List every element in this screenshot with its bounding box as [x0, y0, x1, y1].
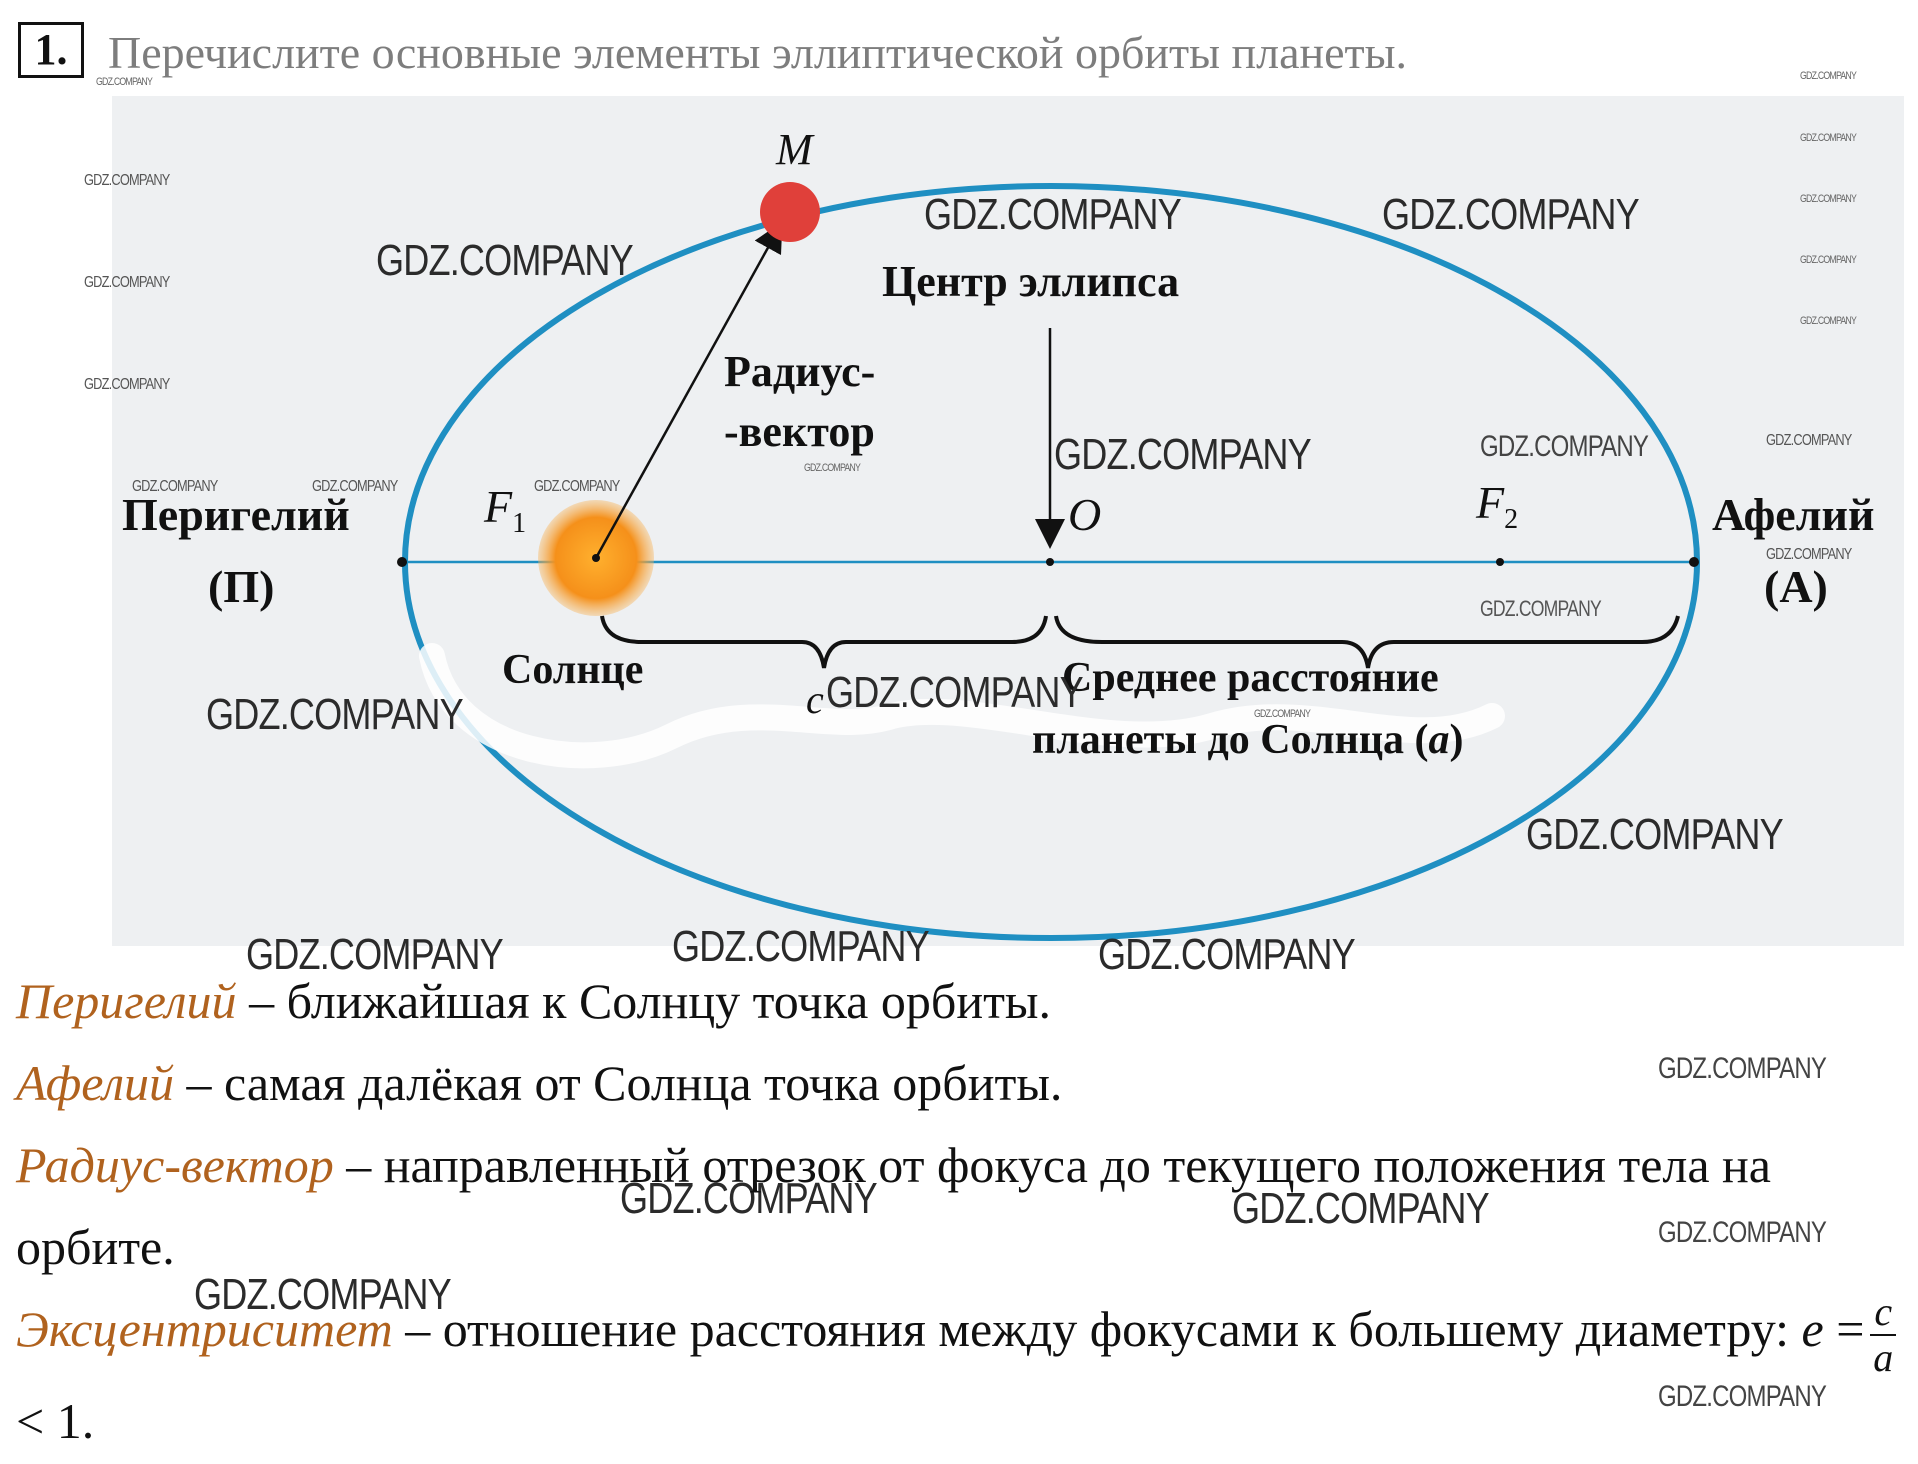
label-f1: F1 — [484, 480, 526, 540]
definition-perihelion: Перигелий – ближайшая к Солнцу точка орб… — [16, 960, 1906, 1042]
definition-eccentricity: Эксцентриситет – отношение расстояния ме… — [16, 1288, 1906, 1462]
definition-aphelion: Афелий – самая далёкая от Солнца точка о… — [16, 1042, 1906, 1124]
brace-a — [1054, 615, 1680, 669]
watermark: GDZ.COMPANY — [1800, 254, 1857, 266]
definition-term: Эксцентриситет — [16, 1301, 393, 1357]
label-f2: F2 — [1476, 476, 1518, 536]
watermark: GDZ.COMPANY — [84, 274, 170, 291]
watermark: GDZ.COMPANY — [1766, 546, 1852, 563]
watermark: GDZ.COMPANY — [1480, 596, 1602, 621]
focus2-point — [1496, 558, 1504, 566]
formula-denominator: a — [1873, 1334, 1894, 1380]
definition-text: – направленный отрезок от фокуса до теку… — [16, 1137, 1771, 1275]
definition-text: – самая далёкая от Солнца точка орбиты. — [174, 1055, 1063, 1111]
watermark: GDZ.COMPANY — [1480, 430, 1649, 463]
label-perihelion-sym: (П) — [208, 561, 275, 612]
watermark: GDZ.COMPANY — [804, 462, 861, 474]
watermark: GDZ.COMPANY — [1098, 930, 1356, 979]
watermark: GDZ.COMPANY — [1658, 1380, 1827, 1413]
label-perihelion: Перигелий — [122, 489, 350, 540]
perihelion-point — [397, 557, 407, 567]
aphelion-point — [1689, 557, 1699, 567]
watermark: GDZ.COMPANY — [924, 190, 1182, 239]
watermark: GDZ.COMPANY — [1232, 1184, 1490, 1233]
label-radius-2: -вектор — [724, 407, 875, 456]
watermark: GDZ.COMPANY — [1766, 432, 1852, 449]
label-mean-a: a — [1428, 717, 1450, 763]
label-aphelion-sym: (А) — [1764, 561, 1828, 612]
watermark: GDZ.COMPANY — [376, 236, 634, 285]
watermark: GDZ.COMPANY — [1526, 810, 1784, 859]
watermark: GDZ.COMPANY — [1800, 193, 1857, 205]
definition-term: Радиус-вектор — [16, 1137, 334, 1193]
formula-lhs: e — [1801, 1301, 1824, 1357]
label-f2-letter: F — [1476, 477, 1505, 528]
question-title: Перечислите основные элементы эллиптичес… — [108, 27, 1408, 78]
watermark: GDZ.COMPANY — [672, 922, 930, 971]
label-o: O — [1068, 489, 1102, 540]
watermark: GDZ.COMPANY — [246, 930, 504, 979]
watermark: GDZ.COMPANY — [534, 478, 620, 495]
label-radius-1: Радиус- — [724, 347, 876, 396]
definitions: Перигелий – ближайшая к Солнцу точка орб… — [16, 960, 1906, 1462]
watermark: GDZ.COMPANY — [96, 76, 153, 88]
watermark: GDZ.COMPANY — [1054, 430, 1312, 479]
formula-eq: = — [1836, 1301, 1865, 1357]
watermark: GDZ.COMPANY — [1658, 1216, 1827, 1249]
definition-term: Афелий — [16, 1055, 175, 1111]
label-mean-close: ) — [1449, 717, 1464, 763]
label-c: c — [806, 677, 824, 722]
label-f1-sub: 1 — [512, 508, 527, 540]
definition-radius-vector: Радиус-вектор – направленный отрезок от … — [16, 1124, 1906, 1288]
label-f2-sub: 2 — [1504, 504, 1519, 536]
watermark: GDZ.COMPANY — [620, 1174, 878, 1223]
watermark: GDZ.COMPANY — [206, 690, 464, 739]
watermark: GDZ.COMPANY — [84, 376, 170, 393]
label-sun: Солнце — [502, 647, 644, 693]
orbit-diagram — [397, 182, 1700, 941]
watermark: GDZ.COMPANY — [1254, 708, 1311, 720]
question-number: 1. — [18, 22, 84, 78]
watermark: GDZ.COMPANY — [194, 1270, 452, 1319]
radius-vector-arrow — [594, 221, 783, 559]
center-point — [1046, 558, 1054, 566]
watermark: GDZ.COMPANY — [826, 668, 1084, 717]
watermark: GDZ.COMPANY — [312, 478, 398, 495]
watermark: GDZ.COMPANY — [132, 478, 218, 495]
label-f1-letter: F — [484, 481, 513, 532]
watermark: GDZ.COMPANY — [1658, 1052, 1827, 1085]
definition-term: Перигелий — [16, 973, 237, 1029]
label-mean-2: планеты до Солнца (a) — [1032, 716, 1464, 764]
label-m: M — [776, 125, 813, 174]
label-mean-2-text: планеты до Солнца ( — [1032, 717, 1429, 763]
label-aphelion: Афелий — [1712, 489, 1875, 540]
definition-text: – отношение расстояния между фокусами к … — [392, 1301, 1802, 1357]
definition-text: – ближайшая к Солнцу точка орбиты. — [236, 973, 1052, 1029]
brace-c — [600, 615, 1048, 669]
watermark: GDZ.COMPANY — [1800, 70, 1857, 82]
watermark: GDZ.COMPANY — [1382, 190, 1640, 239]
label-mean-1: Среднее расстояние — [1062, 655, 1439, 701]
formula-numerator: c — [1870, 1289, 1897, 1336]
scribble-overlay — [419, 643, 1505, 769]
label-center: Центр эллипса — [882, 257, 1180, 306]
formula-rhs: < 1. — [16, 1392, 95, 1449]
watermark: GDZ.COMPANY — [84, 172, 170, 189]
watermark: GDZ.COMPANY — [1800, 315, 1857, 327]
watermark: GDZ.COMPANY — [1800, 132, 1857, 144]
planet-m — [760, 182, 820, 242]
orbit-figure: M Центр эллипса Радиус- -вектор Перигели… — [112, 96, 1904, 946]
